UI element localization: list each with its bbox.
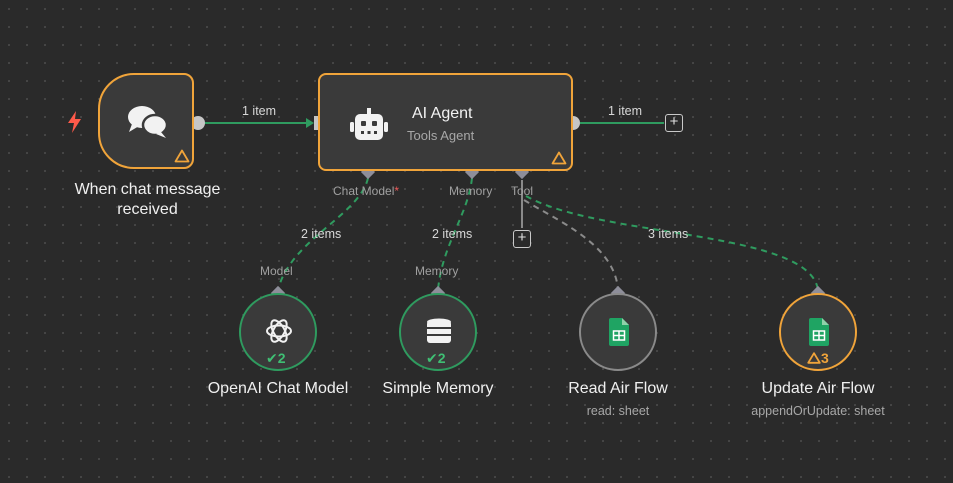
edge-label-tool-update: 3 items (648, 227, 689, 241)
node-subtitle-update: appendOrUpdate: sheet (751, 404, 885, 418)
edge-label-memory: 2 items (432, 227, 473, 241)
add-node-button[interactable]: + (665, 114, 683, 132)
node-chat-trigger[interactable] (98, 73, 194, 169)
edge-tool-to-update[interactable] (525, 195, 819, 291)
status-badge: ✔2 (426, 350, 446, 367)
lightning-icon (68, 111, 81, 133)
node-title-read: Read Air Flow (568, 380, 668, 397)
warning-icon (174, 149, 190, 163)
node-simple-memory[interactable]: ✔2 (399, 293, 477, 371)
handle-trigger-output[interactable] (191, 116, 205, 130)
status-badge: ✔2 (266, 350, 286, 367)
edge-label-model: 2 items (301, 227, 342, 241)
node-title-line: received (117, 201, 178, 218)
node-update-air-flow[interactable]: 3 (779, 293, 857, 371)
node-title-update: Update Air Flow (761, 380, 875, 397)
edge-agent-to-memory[interactable] (437, 177, 473, 291)
required-marker: * (394, 184, 400, 198)
badge-count: 2 (437, 350, 446, 366)
node-subtitle-ai-agent: Tools Agent (407, 128, 475, 143)
status-badge: 3 (807, 350, 829, 366)
check-icon: ✔ (266, 350, 278, 366)
handle-label-memory: Memory (449, 184, 493, 198)
edge-tool-to-read[interactable] (523, 199, 619, 291)
chat-bubbles-icon (128, 106, 169, 138)
edge-agent-to-model[interactable] (277, 177, 369, 291)
google-sheets-icon (809, 318, 829, 346)
edge-arrow-icon (306, 118, 314, 128)
handle-label-text: Chat Model (333, 184, 395, 198)
add-tool-button[interactable]: + (513, 230, 531, 248)
node-title-line: When chat message (74, 181, 221, 198)
warning-icon (807, 352, 821, 364)
database-icon (427, 318, 451, 343)
check-icon: ✔ (426, 350, 438, 366)
node-subtitle-read: read: sheet (586, 404, 650, 418)
node-title-ai-agent: AI Agent (412, 105, 473, 122)
node-title-openai: OpenAI Chat Model (207, 380, 349, 397)
handle-label-model-input: Model (260, 264, 293, 278)
node-read-air-flow[interactable] (579, 293, 657, 371)
handle-label-tool: Tool (511, 184, 534, 198)
node-openai-chat-model[interactable]: ✔2 (239, 293, 317, 371)
badge-count: 3 (821, 350, 829, 366)
openai-icon (266, 319, 292, 343)
robot-icon (350, 108, 388, 140)
node-ai-agent[interactable]: AI Agent Tools Agent (318, 73, 573, 171)
node-title-memory: Simple Memory (382, 380, 494, 397)
handle-label-memory-input: Memory (415, 264, 459, 278)
warning-icon (551, 151, 567, 165)
edge-label-trigger-to-agent: 1 item (242, 104, 277, 118)
google-sheets-icon (609, 318, 629, 346)
badge-count: 2 (277, 350, 286, 366)
handle-agent-input[interactable] (314, 116, 321, 130)
node-title-chat-trigger: When chat message received (60, 180, 235, 220)
handle-label-chat-model: Chat Model* (333, 184, 399, 198)
edge-label-agent-output: 1 item (608, 104, 643, 118)
